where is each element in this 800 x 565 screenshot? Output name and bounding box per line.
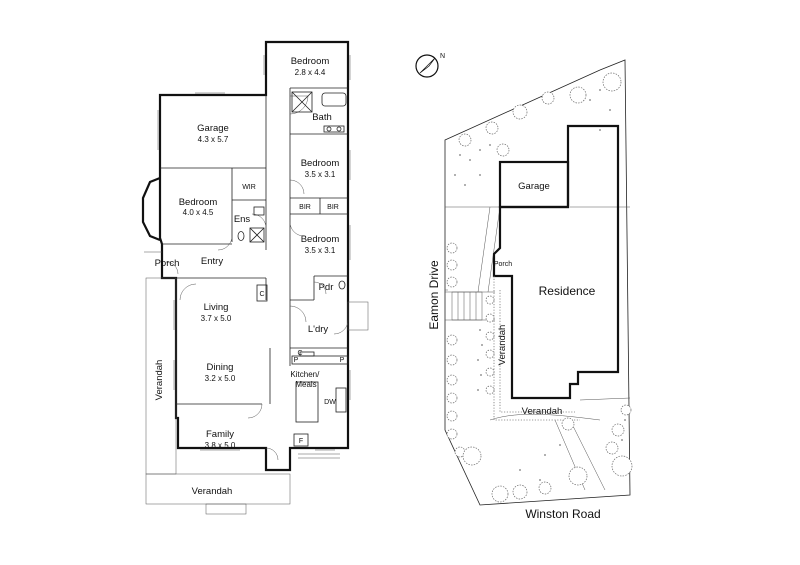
bir-1-label: BIR xyxy=(299,204,311,211)
kitchen-cupboard-label: C xyxy=(297,350,302,357)
street-winston-road-label: Winston Road xyxy=(525,507,600,521)
bedroom-3-dims: 3.5 x 3.1 xyxy=(305,246,336,255)
pdr-label: Pdr xyxy=(319,282,334,293)
bedroom-2-dims: 3.5 x 3.1 xyxy=(305,170,336,179)
porch-label: Porch xyxy=(155,258,180,269)
wir-label: WIR xyxy=(242,184,256,191)
living-dims: 3.7 x 5.0 xyxy=(201,314,232,323)
site-plan: Garage Residence Porch Verandah Verandah… xyxy=(427,59,633,521)
site-garage-label: Garage xyxy=(518,181,550,192)
fridge-label: F xyxy=(299,438,303,445)
entry-label: Entry xyxy=(201,256,223,267)
bedroom-3-label: Bedroom xyxy=(301,234,340,245)
garage-label: Garage xyxy=(197,123,229,134)
bedroom-west-dims: 4.0 x 4.5 xyxy=(183,208,214,217)
family-label: Family xyxy=(206,429,234,440)
north-label: N xyxy=(440,53,445,60)
pantry-1-label: P xyxy=(294,357,299,364)
kitchen-label-line1: Kitchen/ xyxy=(290,370,320,379)
bir-2-label: BIR xyxy=(327,204,339,211)
bedroom-west-label: Bedroom xyxy=(179,197,218,208)
family-dims: 3.8 x 5.0 xyxy=(205,441,236,450)
garage-dims: 4.3 x 5.7 xyxy=(198,135,229,144)
kitchen-label-line2: Meals xyxy=(295,380,316,389)
bedroom-main-label: Bedroom xyxy=(291,56,330,67)
kitchen-label: Kitchen/ Meals xyxy=(290,370,321,389)
verandah-front-label: Verandah xyxy=(192,486,233,497)
living-label: Living xyxy=(204,302,229,313)
site-verandah-front-label: Verandah xyxy=(522,406,563,417)
living-cupboard-label: C xyxy=(259,291,264,298)
ens-label: Ens xyxy=(234,214,251,225)
dining-dims: 3.2 x 5.0 xyxy=(205,374,236,383)
site-residence-label: Residence xyxy=(539,284,596,298)
site-porch-label: Porch xyxy=(494,261,512,268)
ldry-label: L'dry xyxy=(308,324,329,335)
bedroom-main-dims: 2.8 x 4.4 xyxy=(295,68,326,77)
bath-label: Bath xyxy=(312,112,332,123)
north-arrow-icon: N xyxy=(415,53,445,78)
floor-plan: Bedroom 2.8 x 4.4 Bath Garage 4.3 x 5.7 … xyxy=(141,40,369,515)
verandah-side-label: Verandah xyxy=(154,360,165,401)
pantry-2-label: P xyxy=(340,357,345,364)
site-verandah-side-label: Verandah xyxy=(497,325,508,366)
dw-label: DW xyxy=(324,399,336,406)
bedroom-2-label: Bedroom xyxy=(301,158,340,169)
dining-label: Dining xyxy=(207,362,234,373)
street-eamon-drive-label: Eamon Drive xyxy=(427,260,441,330)
